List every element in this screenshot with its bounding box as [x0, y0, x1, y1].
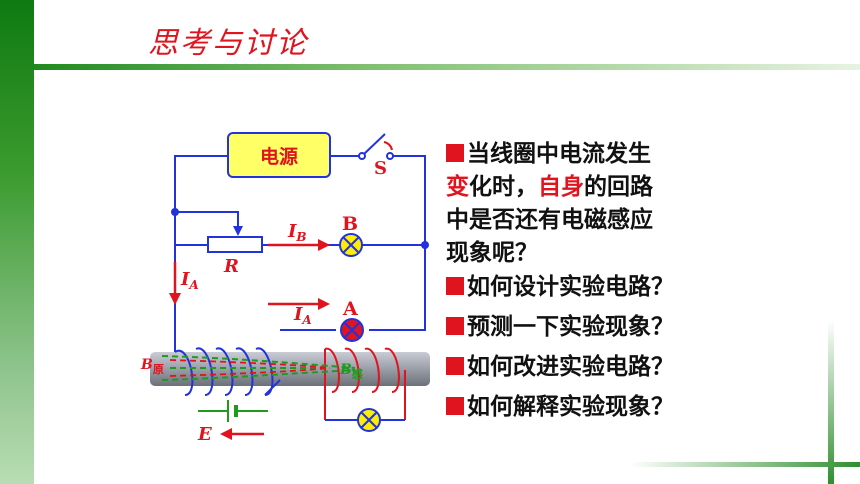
primary-coil — [174, 347, 281, 396]
resistor-label: R — [223, 256, 239, 277]
rheostat — [207, 226, 263, 253]
power-label: 电源 — [260, 145, 298, 168]
current-b-label: IB — [287, 221, 307, 244]
battery — [198, 400, 268, 422]
b-induced-label: B感 — [339, 362, 363, 381]
b-original-label: B原 — [140, 357, 164, 376]
lamp-b-label: B — [342, 213, 358, 235]
bullet-square — [446, 357, 464, 375]
lamp-b — [339, 233, 363, 257]
bullet-square — [446, 317, 464, 335]
switch-s — [358, 133, 394, 160]
left-decor-bar — [0, 0, 34, 484]
lamp-a-label: A — [342, 298, 358, 320]
lamp-a — [340, 318, 364, 342]
secondary-coil — [324, 347, 406, 420]
secondary-lamp — [325, 408, 405, 432]
bullet-square — [446, 397, 464, 415]
current-a-left-label: IA — [180, 269, 199, 292]
bottom-decor-line — [630, 462, 860, 467]
emf-label: E — [197, 424, 212, 445]
right-decor-line — [828, 320, 834, 484]
main-question: 当线圈中电流发生 变化时，自身的回路 中是否还有电磁感应 现象呢？ — [446, 141, 653, 266]
power-supply-box — [227, 132, 331, 178]
title-underline — [34, 64, 860, 70]
circuit-diagram: 电源 S R IB B IA IA A — [140, 132, 430, 445]
page-title: 思考与讨论 — [148, 26, 308, 61]
junction-dots — [171, 208, 429, 249]
question-3: 如何改进实验电路？ — [446, 356, 746, 396]
bullet-square — [446, 277, 464, 295]
switch-label: S — [374, 158, 387, 179]
current-a-label: IA — [293, 304, 312, 327]
question-2: 预测一下实验现象？ — [446, 316, 746, 356]
field-lines — [161, 355, 356, 381]
question-4: 如何解释实验现象？ — [446, 396, 746, 436]
field-lines-red — [169, 359, 331, 377]
question-1: 如何设计实验电路？ — [446, 276, 746, 316]
bullet-square — [446, 144, 464, 162]
discussion-text: 当线圈中电流发生 变化时，自身的回路 中是否还有电磁感应 现象呢？ 如何设计实验… — [446, 138, 746, 436]
